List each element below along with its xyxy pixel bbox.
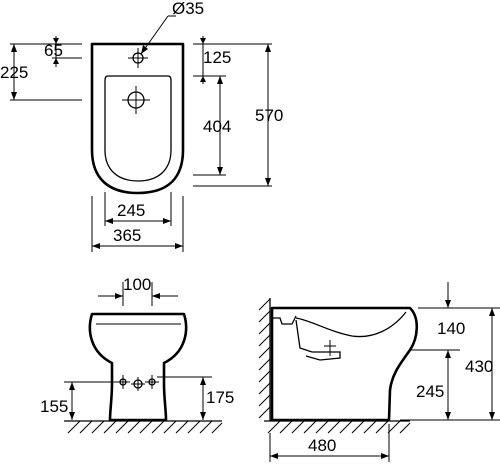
side-view: 140 245 430 480 — [258, 282, 500, 462]
label-top-width: 100 — [123, 275, 151, 294]
waste-outlet — [295, 319, 341, 361]
label-outer-width: 365 — [113, 226, 141, 245]
floor-hatch-front — [67, 420, 223, 434]
label-right-inner: 404 — [203, 117, 231, 136]
label-left-offset-small: 65 — [44, 41, 63, 60]
top-view: Ø35 65 225 125 404 570 — [0, 0, 283, 252]
label-top-height: 140 — [437, 319, 465, 338]
rim-detail — [272, 315, 297, 325]
front-view: 100 155 175 — [40, 275, 234, 434]
drain-hole — [122, 86, 150, 114]
label-right-height: 175 — [206, 388, 234, 407]
label-right-top: 125 — [203, 48, 231, 67]
tap-hole — [128, 48, 148, 68]
bowl-outline-side — [270, 306, 419, 422]
outlet-symbol — [324, 340, 336, 356]
label-left-offset-large: 225 — [0, 63, 28, 82]
bowl-outline-top — [90, 42, 185, 195]
floor-hatch-side — [267, 420, 411, 434]
label-left-height: 155 — [40, 397, 68, 416]
label-inner-width: 245 — [117, 201, 145, 220]
bowl-outline-front — [88, 312, 188, 422]
label-total-length: 570 — [255, 106, 283, 125]
label-lower-height: 245 — [416, 382, 444, 401]
wall-hatch — [258, 298, 271, 419]
label-hole-diameter: Ø35 — [172, 0, 204, 18]
fixing-holes — [116, 375, 159, 391]
label-total-height: 430 — [465, 357, 493, 376]
bowl-rim-inner — [104, 75, 172, 182]
bowl-inner-side — [295, 311, 407, 338]
label-depth: 480 — [308, 436, 336, 455]
